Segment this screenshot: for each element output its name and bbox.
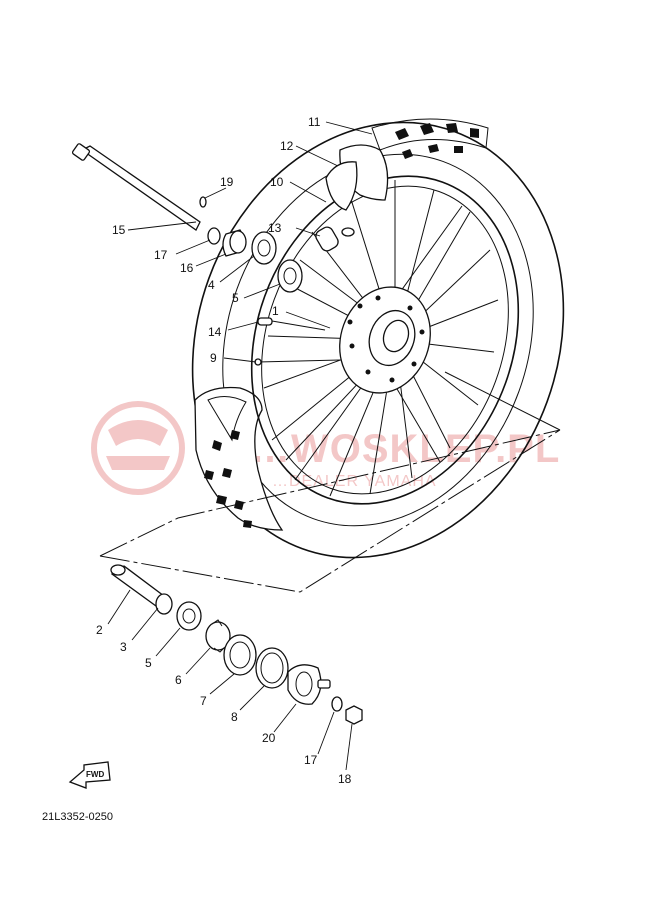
- front-axle: [71, 143, 201, 231]
- callout-16: 16: [180, 261, 194, 275]
- callout-13: 13: [268, 221, 282, 235]
- explode-bracket: [99, 429, 561, 593]
- callout-10: 10: [270, 175, 284, 189]
- callout-19: 19: [220, 175, 234, 189]
- watermark-line2: …DEALER YAMAHA: [272, 473, 437, 490]
- part-19-pin: [199, 196, 207, 208]
- callout-12: 12: [280, 139, 294, 153]
- callout-2: 2: [96, 623, 103, 637]
- part-4-seal: [251, 231, 277, 265]
- leader-lines: [107, 121, 373, 771]
- part-5b-bearing: [176, 601, 202, 631]
- watermark-line1: …WOSKLEP.PL: [250, 427, 560, 471]
- callout-3: 3: [120, 640, 127, 654]
- watermark-logo-icon: [91, 401, 185, 495]
- callout-18: 18: [338, 772, 352, 786]
- rim: [250, 175, 520, 505]
- axle-spacers: [199, 196, 303, 293]
- part-5-bearing: [277, 259, 303, 293]
- spoke-and-nipple: [254, 317, 341, 366]
- tube: [315, 144, 389, 252]
- callout-labels: 1 2 3 4 5 5 6 7 8 9 10 11 12 13 14 15 16…: [96, 115, 352, 786]
- hub-leader-line: [444, 371, 561, 431]
- part-14-nipple: [257, 317, 273, 326]
- part-9-spoke: [257, 359, 341, 363]
- part-17-washer: [207, 227, 221, 245]
- part-3-collar: [155, 593, 173, 615]
- part-7-seal: [223, 634, 257, 676]
- callout-5: 5: [232, 291, 239, 305]
- watermark: …WOSKLEP.PL …DEALER YAMAHA: [91, 401, 560, 495]
- exploded-right-side-parts: [110, 564, 363, 725]
- callout-17b: 17: [304, 753, 318, 767]
- callout-6: 6: [175, 673, 182, 687]
- drawing-code: 21L3352-0250: [42, 811, 113, 823]
- callout-7: 7: [200, 694, 207, 708]
- part-18-nut: [345, 705, 363, 725]
- callout-11: 11: [308, 115, 321, 129]
- callout-14: 14: [208, 325, 222, 339]
- fwd-arrow-icon: FWD: [68, 761, 111, 789]
- fwd-label: FWD: [86, 770, 104, 779]
- hub: [339, 286, 431, 394]
- callout-1: 1: [272, 304, 279, 318]
- callout-4: 4: [208, 278, 215, 292]
- part-17b-washer: [331, 696, 343, 712]
- callout-8: 8: [231, 710, 238, 724]
- callout-20: 20: [262, 731, 276, 745]
- callout-17: 17: [154, 248, 168, 262]
- callout-5b: 5: [145, 656, 152, 670]
- part-6-clutch: [205, 621, 231, 651]
- callout-9: 9: [210, 351, 217, 365]
- callout-15: 15: [112, 223, 126, 237]
- part-20-gear-unit: [287, 664, 322, 705]
